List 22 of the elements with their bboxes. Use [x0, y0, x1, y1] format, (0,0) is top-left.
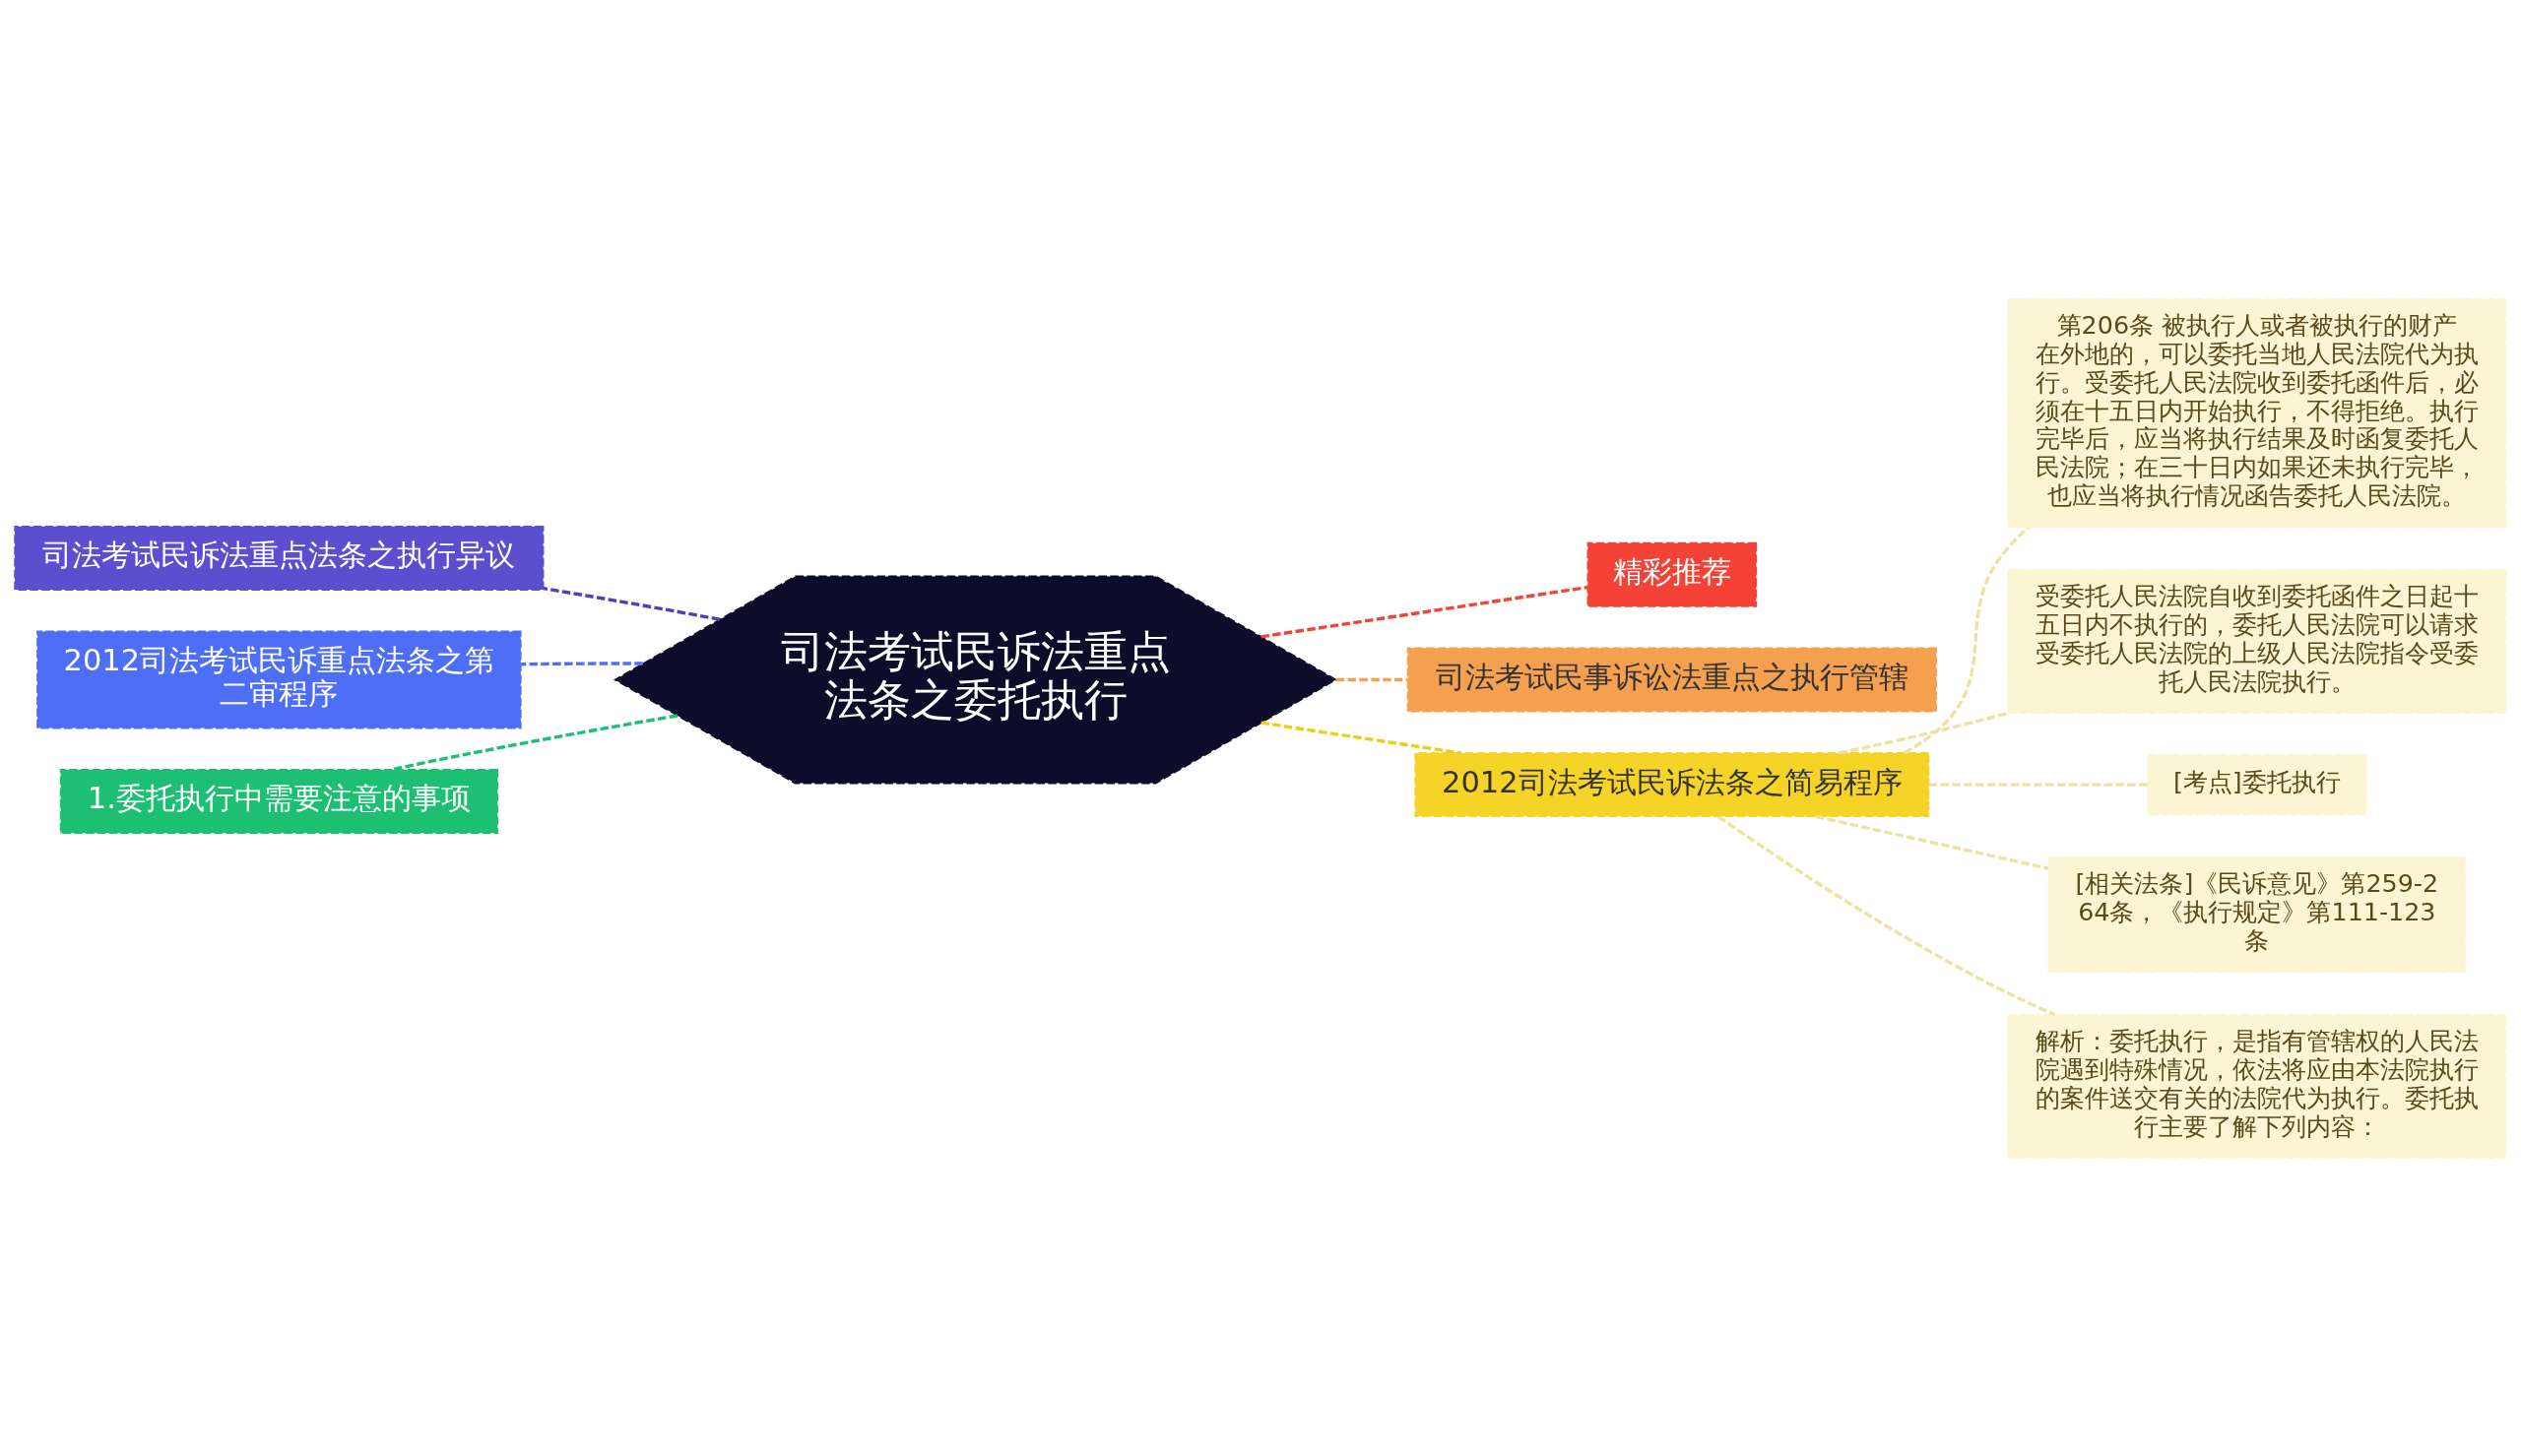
connector — [1335, 677, 1408, 681]
node-box: 司法考试民事诉讼法重点之执行管辖 — [1406, 647, 1937, 712]
node-box: 精彩推荐 — [1586, 541, 1758, 607]
connector — [521, 661, 643, 665]
connector — [1260, 721, 1461, 755]
node-box: [考点]委托执行 — [2147, 753, 2367, 815]
connector — [543, 586, 721, 621]
node-box: [相关法条]《民诉意见》第259-264条，《执行规定》第111-123条 — [2047, 855, 2467, 973]
node-box: 受委托人民法院自收到委托函件之日起十五日内不执行的，委托人民法院可以请求受委托人民法院的上级人民法院指令受委托人民法院执行。 — [2007, 568, 2507, 714]
connector — [1928, 782, 2148, 787]
node-box: 第206条 被执行人或者被执行的财产在外地的，可以委托当地人民法院代为执行。受委托人民法院收到委托函件后，必须在十五日内开始执行，不得拒绝。执行完毕后，应当将执行结果及时函复委托人民法院；在三十日内如果还未执行完毕，也应当将执行情况函告委托人民法院。 — [2007, 297, 2507, 528]
connector — [1903, 526, 2030, 754]
node-box: 司法考试民诉法重点法条之执行异议 — [14, 525, 545, 591]
connector — [1717, 814, 2056, 1016]
connector — [1839, 711, 2009, 755]
connector — [391, 713, 679, 771]
connector — [1815, 814, 2049, 870]
connector — [1260, 585, 1588, 638]
node-box: 2012司法考试民诉重点法条之第二审程序 — [36, 630, 522, 728]
node-box: 解析：委托执行，是指有管辖权的人民法院遇到特殊情况，依法将应由本法院执行的案件送交有关的法院代为执行。委托执行主要了解下列内容： — [2007, 1013, 2507, 1159]
node-box: 2012司法考试民诉法条之简易程序 — [1414, 751, 1930, 817]
node-box: 1.委托执行中需要注意的事项 — [59, 768, 498, 834]
